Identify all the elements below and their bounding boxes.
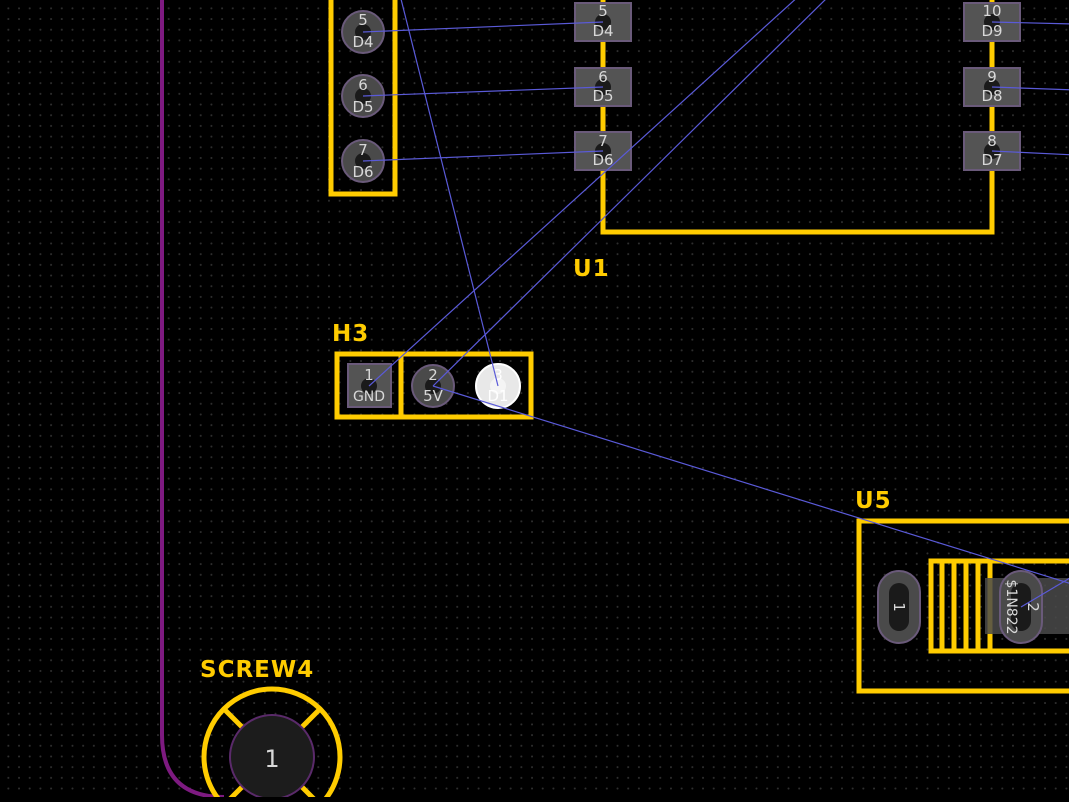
pad-net-label: D5 xyxy=(352,98,373,116)
ratsnest-lines xyxy=(362,0,1069,608)
u1-reference-label: U1 xyxy=(573,256,610,282)
u5-reference-label: U5 xyxy=(855,488,892,514)
pad-number: 5 xyxy=(358,11,368,29)
pad-number: 6 xyxy=(358,76,368,94)
h3-footprint[interactable]: H3 1 GND 2 5V 3 D1 xyxy=(332,321,534,420)
u1-silkscreen xyxy=(600,0,995,235)
screw4-reference-label: SCREW4 xyxy=(200,657,314,683)
pad-number: 1 xyxy=(364,366,374,384)
left-header-footprint[interactable]: 5 D4 6 D5 7 D6 xyxy=(328,0,398,197)
u1-footprint[interactable]: 5 D4 6 D5 7 D6 10 D9 9 D8 xyxy=(573,0,1021,282)
pad-number: 8 xyxy=(987,132,997,150)
pad-net-label: D5 xyxy=(592,87,613,105)
screw4-silkscreen-circle xyxy=(201,686,343,802)
pad-number: 9 xyxy=(987,68,997,86)
u1-pad-5[interactable]: 5 D4 xyxy=(574,2,632,42)
pad-net-label: D1 xyxy=(487,387,508,405)
pad-number: 10 xyxy=(982,2,1001,20)
screw4-pad-1[interactable]: 1 xyxy=(229,714,315,800)
pad-number: 3 xyxy=(493,366,503,384)
pad-net-label: GND xyxy=(353,389,385,405)
pad-net-label: D7 xyxy=(981,151,1002,169)
pad-number: 5 xyxy=(598,2,608,20)
pad-number: 2 xyxy=(428,366,438,384)
u5-silkscreen xyxy=(856,518,1069,694)
screw4-footprint[interactable]: SCREW4 1 xyxy=(200,657,343,802)
pad-number: 7 xyxy=(598,132,608,150)
pad-net-label: D6 xyxy=(352,163,373,181)
pad-net-label: D4 xyxy=(592,22,613,40)
u5-cathode-band xyxy=(939,561,993,651)
u5-pad-1[interactable]: 1 xyxy=(877,570,921,644)
pad-net-label: 5V xyxy=(423,387,444,405)
pad-number: 6 xyxy=(598,68,608,86)
h3-silkscreen xyxy=(334,351,534,420)
pad-number: 2 xyxy=(1024,602,1042,612)
pad-number: 7 xyxy=(358,141,368,159)
board-edge-outline xyxy=(160,0,225,799)
pad-net-label: D9 xyxy=(981,22,1002,40)
u5-footprint[interactable]: U5 1 2 $1N822 xyxy=(855,488,1069,694)
pad-number: 1 xyxy=(264,745,279,773)
pad-number: 1 xyxy=(890,602,908,612)
u5-body-silkscreen xyxy=(928,558,1069,654)
pad-net-label: D6 xyxy=(592,151,613,169)
left-header-silkscreen xyxy=(328,0,398,197)
pad-net-label: $1N822 xyxy=(1003,579,1019,634)
pad-net-label: D8 xyxy=(981,87,1002,105)
u1-pad-10[interactable]: 10 D9 xyxy=(963,2,1021,42)
h3-reference-label: H3 xyxy=(332,321,369,347)
pad-net-label: D4 xyxy=(352,33,373,51)
